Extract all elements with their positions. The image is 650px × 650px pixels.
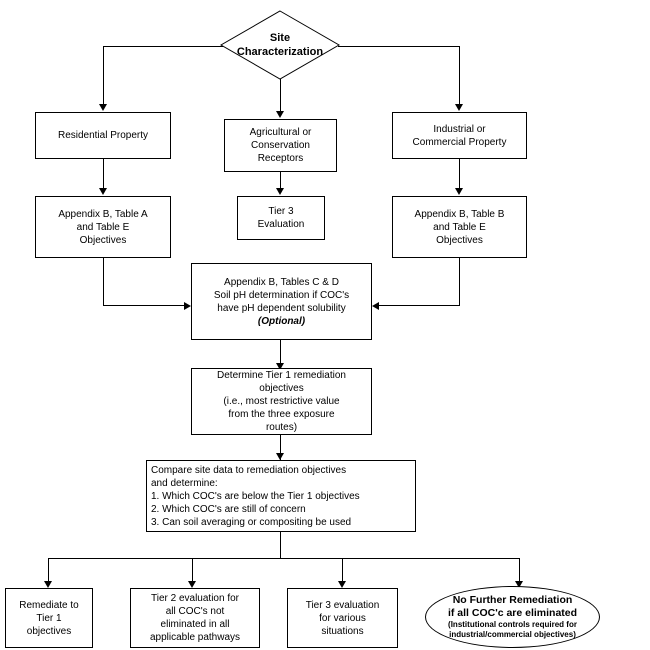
remediate-line-1: Remediate to bbox=[19, 599, 79, 611]
industrial-line-1: Industrial or bbox=[433, 123, 486, 135]
node-site-characterization[interactable]: Site Characterization bbox=[220, 10, 340, 80]
connector-left-vertical bbox=[103, 46, 104, 105]
determine-line-3: (i.e., most restrictive value bbox=[223, 396, 340, 407]
arrowhead-to-appendixa bbox=[99, 188, 107, 195]
connector-appendixa-to-ph bbox=[103, 305, 185, 306]
ph-optional-label: (Optional) bbox=[257, 315, 306, 327]
connector-agricultural-to-tier3 bbox=[280, 172, 281, 189]
node-appendix-b-table-b[interactable]: Appendix B, Table B and Table E Objectiv… bbox=[392, 196, 527, 258]
node-industrial-commercial[interactable]: Industrial or Commercial Property bbox=[392, 112, 527, 159]
connector-compare-down bbox=[280, 532, 281, 559]
connector-residential-to-appendixa bbox=[103, 159, 104, 189]
node-tier-3-evaluation[interactable]: Tier 3 Evaluation bbox=[237, 196, 325, 240]
diamond-shape bbox=[220, 10, 340, 80]
appendix-b-line-3: Objectives bbox=[436, 234, 483, 246]
arrowhead-ph-right bbox=[372, 302, 379, 310]
compare-line-1: Compare site data to remediation objecti… bbox=[151, 464, 347, 476]
connector-appendixb-down bbox=[459, 258, 460, 306]
site-characterization-label: Site Characterization bbox=[220, 10, 340, 80]
tier3-various-line-2: for various bbox=[319, 612, 366, 624]
connector-bottom-bus bbox=[48, 558, 519, 559]
node-appendix-b-tables-c-d[interactable]: Appendix B, Tables C & D Soil pH determi… bbox=[191, 263, 372, 340]
connector-diamond-to-center bbox=[280, 78, 281, 112]
connector-right-vertical bbox=[459, 46, 460, 105]
arrowhead-to-determine bbox=[276, 363, 284, 370]
appendix-b-line-2: and Table E bbox=[433, 221, 486, 233]
tier2-line-2: all COC's not bbox=[165, 606, 225, 617]
node-no-further-remediation[interactable]: No Further Remediation if all COC'c are … bbox=[425, 586, 600, 648]
arrowhead-to-tier3-various bbox=[338, 581, 346, 588]
connector-bus-to-nfr bbox=[519, 558, 520, 582]
ph-line-2: Soil pH determination if COC's bbox=[213, 289, 350, 301]
connector-diamond-to-right bbox=[338, 46, 460, 47]
connector-determine-to-compare bbox=[280, 435, 281, 460]
remediate-line-2: Tier 1 bbox=[36, 612, 62, 624]
node-compare-site-data[interactable]: Compare site data to remediation objecti… bbox=[146, 460, 416, 532]
connector-industrial-to-appendixb bbox=[459, 159, 460, 189]
tier2-line-1: Tier 2 evaluation for bbox=[150, 593, 239, 604]
arrowhead-to-tier3 bbox=[276, 188, 284, 195]
determine-line-2: objectives bbox=[259, 383, 304, 394]
connector-bus-to-tier3-various bbox=[342, 558, 343, 582]
tier3-eval-line-1: Tier 3 bbox=[268, 206, 294, 217]
nfr-line-1: No Further Remediation bbox=[452, 594, 573, 606]
connector-appendixa-down bbox=[103, 258, 104, 306]
agricultural-line-3: Receptors bbox=[257, 153, 304, 164]
site-characterization-line-1: Site bbox=[269, 32, 291, 44]
tier2-line-4: applicable pathways bbox=[149, 632, 241, 643]
nfr-sub-line-1: (Institutional controls required for bbox=[448, 620, 577, 629]
node-determine-tier-1[interactable]: Determine Tier 1 remediation objectives … bbox=[191, 368, 372, 435]
site-characterization-line-2: Characterization bbox=[236, 46, 324, 58]
node-appendix-b-table-a[interactable]: Appendix B, Table A and Table E Objectiv… bbox=[35, 196, 171, 258]
industrial-line-2: Commercial Property bbox=[412, 136, 507, 148]
arrowhead-to-remediate bbox=[44, 581, 52, 588]
appendix-a-line-1: Appendix B, Table A bbox=[58, 208, 148, 220]
arrowhead-to-compare bbox=[276, 453, 284, 460]
connector-ph-to-determine bbox=[280, 340, 281, 364]
tier3-various-line-1: Tier 3 evaluation bbox=[305, 599, 380, 611]
arrowhead-to-nfr bbox=[515, 581, 523, 588]
compare-line-4: 2. Which COC's are still of concern bbox=[151, 503, 306, 515]
node-remediate-tier-1[interactable]: Remediate to Tier 1 objectives bbox=[5, 588, 93, 648]
compare-line-5: 3. Can soil averaging or compositing be … bbox=[151, 516, 352, 528]
tier3-eval-line-2: Evaluation bbox=[257, 219, 305, 230]
node-tier-3-various[interactable]: Tier 3 evaluation for various situations bbox=[287, 588, 398, 648]
tier2-line-3: eliminated in all bbox=[160, 619, 230, 630]
determine-line-4: from the three exposure bbox=[228, 409, 335, 420]
residential-property-line-1: Residential Property bbox=[57, 130, 149, 141]
arrowhead-ph-left bbox=[184, 302, 191, 310]
tier3-various-line-3: situations bbox=[321, 625, 364, 637]
compare-line-3: 1. Which COC's are below the Tier 1 obje… bbox=[151, 490, 360, 502]
appendix-b-line-1: Appendix B, Table B bbox=[414, 208, 505, 220]
determine-line-5: routes) bbox=[265, 422, 298, 433]
appendix-a-line-2: and Table E bbox=[76, 221, 130, 233]
arrowhead-to-residential bbox=[99, 104, 107, 111]
agricultural-line-1: Agricultural or bbox=[249, 127, 312, 138]
node-tier-2-evaluation[interactable]: Tier 2 evaluation for all COC's not elim… bbox=[130, 588, 260, 648]
nfr-line-2: if all COC'c are eliminated bbox=[447, 607, 578, 619]
appendix-a-line-3: Objectives bbox=[79, 234, 127, 246]
connector-bus-to-remediate bbox=[48, 558, 49, 582]
arrowhead-to-industrial bbox=[455, 104, 463, 111]
node-agricultural-conservation[interactable]: Agricultural or Conservation Receptors bbox=[224, 119, 337, 172]
determine-line-1: Determine Tier 1 remediation bbox=[217, 370, 346, 381]
nfr-sub-line-2: industrial/commercial objectives) bbox=[449, 630, 576, 639]
arrowhead-to-agricultural bbox=[276, 111, 284, 118]
agricultural-line-2: Conservation bbox=[251, 140, 310, 151]
arrowhead-to-tier2 bbox=[188, 581, 196, 588]
connector-diamond-to-left bbox=[103, 46, 223, 47]
ph-line-1: Appendix B, Tables C & D bbox=[224, 276, 339, 288]
arrowhead-to-appendixb bbox=[455, 188, 463, 195]
ph-line-3: have pH dependent solubility bbox=[217, 302, 346, 314]
compare-line-2: and determine: bbox=[151, 477, 218, 489]
connector-appendixb-to-ph bbox=[378, 305, 460, 306]
node-residential-property[interactable]: Residential Property bbox=[35, 112, 171, 159]
remediate-line-3: objectives bbox=[26, 625, 72, 637]
connector-bus-to-tier2 bbox=[192, 558, 193, 582]
